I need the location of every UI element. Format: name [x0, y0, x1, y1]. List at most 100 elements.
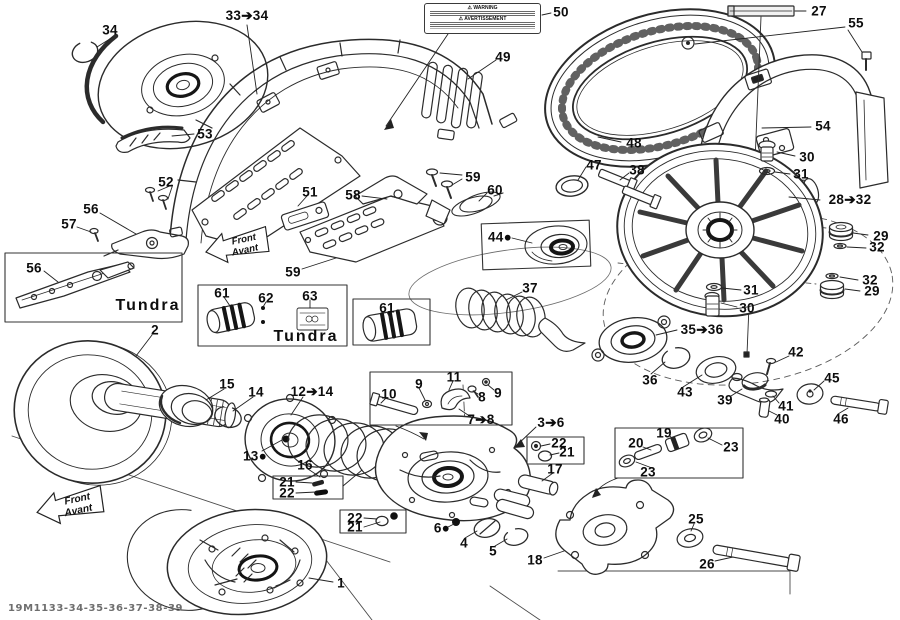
part-bracket-18 — [555, 479, 675, 575]
part-clutch-3-6 — [374, 415, 532, 522]
callout-9-b: 9 — [494, 385, 502, 401]
callout-20: 20 — [628, 435, 644, 451]
callout-12-14: 12➔14 — [290, 384, 334, 399]
part-bolts-38 — [597, 168, 662, 210]
callout-58: 58 — [345, 187, 361, 203]
part-slider-53 — [115, 125, 191, 153]
callout-47: 47 — [586, 157, 602, 173]
part-screw-42 — [765, 357, 777, 375]
group-box-22-21-a — [526, 436, 585, 465]
warning-sticker-header-en: ⚠ WARNING — [467, 5, 498, 11]
callout-62: 62 — [258, 290, 274, 306]
group-box-tundra-56 — [4, 252, 183, 323]
callout-22-l: 22 — [279, 485, 295, 501]
part-screws-55 — [681, 36, 872, 71]
part-belt-guard-49 — [165, 38, 518, 253]
part-bracket-51 — [280, 201, 330, 231]
part-plate-12-14 — [243, 393, 337, 483]
callout-13: 13● — [242, 448, 268, 464]
callout-23-a: 23 — [723, 439, 739, 455]
warning-sticker-text-lines-2 — [430, 22, 535, 30]
callout-42: 42 — [788, 344, 804, 360]
callout-21-m: 21 — [347, 519, 363, 535]
part-screws-59-top — [425, 168, 454, 199]
part-pulley-half-33-34 — [84, 20, 269, 150]
part-bolt-30-washer-31-top — [758, 140, 776, 176]
callout-59-bottom: 59 — [285, 264, 301, 280]
part-oring-47 — [555, 175, 589, 197]
group-box-7-11 — [369, 371, 513, 426]
part-perforated-plate — [191, 127, 361, 249]
front-arrow-label-en: Front — [63, 491, 91, 507]
group-box-61 — [352, 298, 431, 346]
ghost-outline — [408, 246, 612, 316]
callout-11: 11 — [446, 369, 462, 385]
callout-39: 39 — [717, 392, 733, 408]
callout-4: 4 — [460, 535, 468, 551]
callout-37: 37 — [522, 280, 538, 296]
callout-41: 41 — [778, 398, 794, 414]
callout-10: 10 — [381, 386, 397, 402]
group-box-44 — [480, 219, 592, 271]
callout-19: 19 — [656, 425, 672, 441]
front-direction-arrow-icon: Front Avant — [31, 481, 109, 530]
callout-tundra-1: Tundra — [115, 297, 181, 314]
callout-63: 63 — [302, 288, 318, 304]
part-hardware-21-22-left — [312, 479, 329, 496]
part-washer-25 — [676, 528, 704, 548]
part-washer-43 — [695, 356, 737, 384]
part-secondary-pulley-28-32 — [616, 142, 824, 318]
part-bracket-56-top — [103, 226, 189, 260]
warning-sticker-50: ⚠ WARNING ⚠ AVERTISSEMENT — [424, 3, 541, 34]
callout-36: 36 — [642, 372, 658, 388]
part-screw-57 — [89, 227, 99, 242]
callout-32-r1: 32 — [869, 239, 885, 255]
callout-61-a: 61 — [214, 285, 230, 301]
part-mount-29-washer-32-b — [819, 272, 845, 300]
leader-arrowheads — [384, 119, 601, 498]
callout-59-top: 59 — [465, 169, 481, 185]
callout-27: 27 — [811, 3, 827, 19]
callout-30-b: 30 — [739, 300, 755, 316]
callout-9-a: 9 — [415, 376, 423, 392]
part-spring-37 — [455, 287, 546, 338]
callout-29-r2: 29 — [864, 283, 880, 299]
group-box-21-22-b — [272, 475, 344, 500]
group-box-19-23 — [614, 427, 744, 479]
callout-43: 43 — [677, 384, 693, 400]
part-seal-4 — [473, 518, 501, 538]
callout-21-l: 21 — [279, 474, 295, 490]
callout-22-r: 22 — [551, 435, 567, 451]
front-arrow-label-en: Front — [231, 232, 258, 248]
callout-15: 15 — [219, 376, 235, 392]
part-governor-cup-1 — [126, 508, 328, 616]
callout-14: 14 — [248, 384, 264, 400]
part-bolt-26 — [712, 544, 801, 572]
callout-54: 54 — [815, 118, 831, 134]
callout-32-r2: 32 — [862, 272, 878, 288]
callout-2: 2 — [151, 322, 159, 338]
part-washer-41-pin-40 — [758, 390, 778, 418]
callout-48: 48 — [626, 135, 642, 151]
callout-50: 50 — [553, 4, 569, 20]
part-mount-29-washer-32-a — [828, 221, 854, 250]
callout-tundra-2: Tundra — [273, 328, 339, 345]
group-box-22-21-c — [339, 509, 407, 534]
callout-25: 25 — [688, 511, 704, 527]
part-roller-kit-7-11 — [369, 377, 491, 416]
callout-5: 5 — [489, 543, 497, 559]
callout-46: 46 — [833, 411, 849, 427]
callout-23-b: 23 — [640, 464, 656, 480]
part-clutch-44 — [524, 225, 588, 265]
part-rollers-17 — [493, 474, 559, 520]
callout-17: 17 — [547, 461, 563, 477]
callout-6: 6● — [433, 520, 451, 536]
part-washer-45 — [796, 383, 824, 405]
callout-38: 38 — [629, 162, 645, 178]
callout-31-b: 31 — [743, 282, 759, 298]
part-bar-27 — [727, 5, 795, 358]
part-lever-61-a — [206, 302, 265, 334]
callout-60: 60 — [487, 182, 503, 198]
